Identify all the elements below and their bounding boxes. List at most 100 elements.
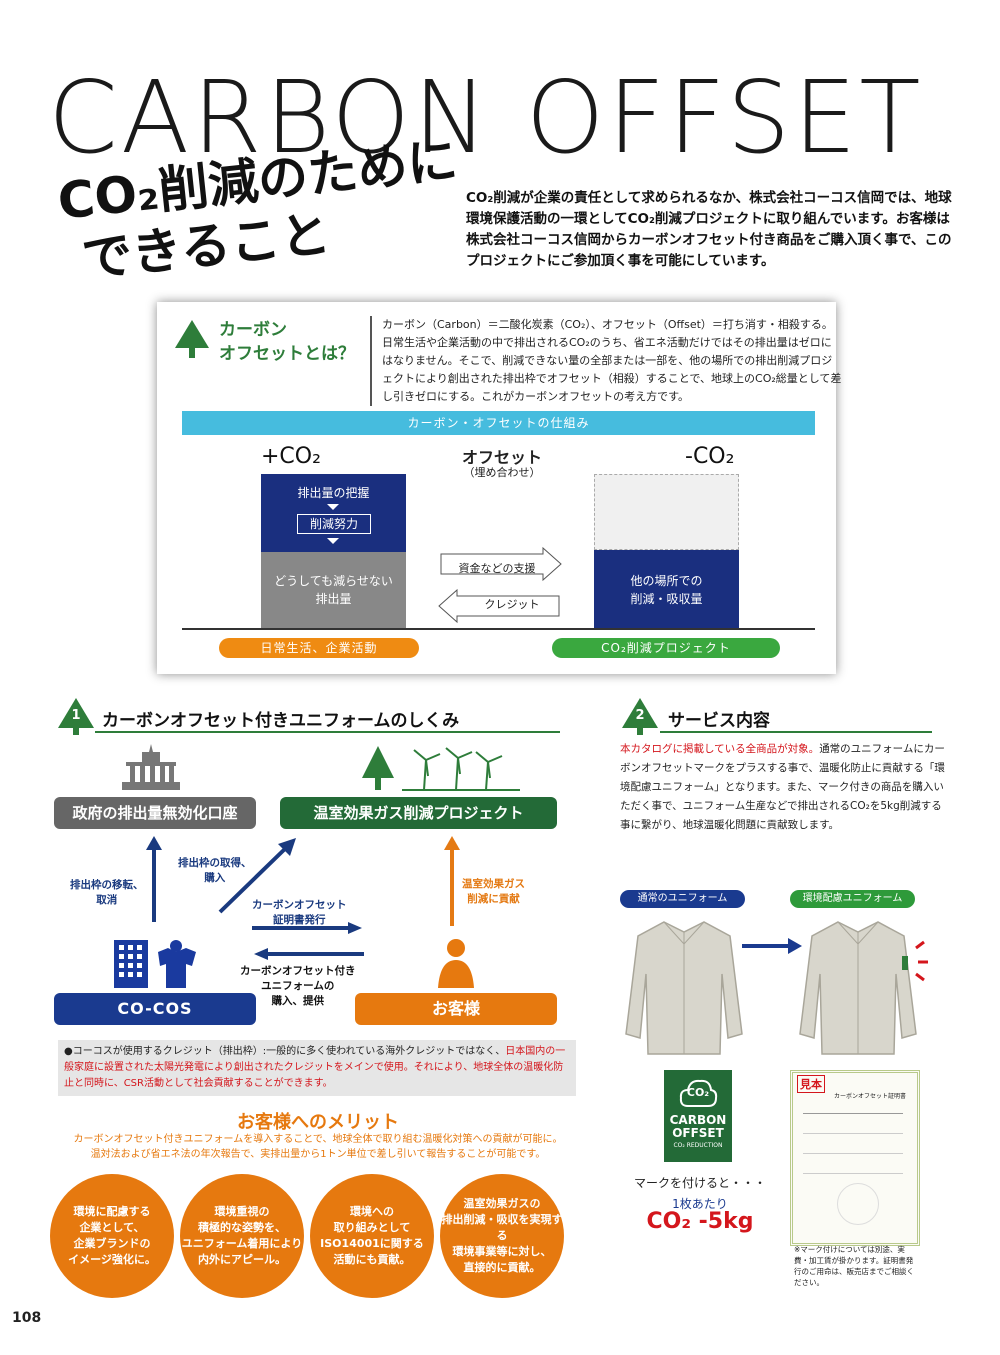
certificate-line bbox=[803, 1173, 903, 1174]
acquire-line1: 排出枠の取得、 bbox=[178, 857, 252, 869]
certificate-seal bbox=[837, 1183, 879, 1225]
unavoidable-line1: どうしても減らせない bbox=[274, 574, 393, 588]
empty-offset-block bbox=[594, 474, 739, 550]
contribute-label: 温室効果ガス 削減に貢献 bbox=[462, 877, 525, 907]
transfer-line2: 取消 bbox=[96, 894, 118, 906]
certificate-title: カーボンオフセット証明書 bbox=[833, 1093, 906, 1100]
flow-arrows bbox=[146, 836, 460, 926]
customer-box: お客様 bbox=[355, 993, 557, 1025]
certificate-line bbox=[803, 1133, 903, 1134]
funding-label: 資金などの支援 bbox=[458, 562, 536, 575]
horizontal-arrows bbox=[252, 922, 364, 960]
uniform-label: カーボンオフセット付き ユニフォームの 購入、提供 bbox=[240, 964, 356, 1009]
merit-circle-2: 環境重視の積極的な姿勢を、ユニフォーム着用により内外にアピール。 bbox=[180, 1174, 304, 1298]
other-place-block: 他の場所での 削減・吸収量 bbox=[594, 550, 739, 628]
merit-circle-text: 積極的な姿勢を、 bbox=[197, 1221, 286, 1234]
merit-circle-text: 活動にも貢献。 bbox=[333, 1253, 411, 1266]
sample-stamp: 見本 bbox=[797, 1075, 825, 1093]
normal-uniform-label: 通常のユニフォーム bbox=[620, 890, 745, 908]
contribute-line1: 温室効果ガス bbox=[462, 878, 525, 890]
cloud-leaf-icon bbox=[679, 1079, 718, 1107]
merit-circle-4: 温室効果ガスの排出削減・吸収を実現する環境事業等に対し、直接的に貢献。 bbox=[440, 1174, 564, 1298]
certificate-note: ※マーク付けについては別途、実費・加工賃が掛かります。証明書発行のご用命は、販売… bbox=[794, 1245, 914, 1287]
other-place-line2: 削減・吸収量 bbox=[630, 592, 703, 606]
explanation-card: カーボン オフセットとは？ カーボン（Carbon）＝二酸化炭素（CO₂）、オフ… bbox=[157, 302, 841, 674]
merit-circle-text: 企業として、 bbox=[79, 1221, 145, 1234]
certificate-line bbox=[803, 1153, 903, 1154]
emission-block: 排出量の把握 削減努力 bbox=[261, 474, 406, 552]
section2-badge-icon bbox=[622, 698, 658, 735]
reduction-effort: 削減努力 bbox=[297, 514, 371, 534]
per-piece-text: 1枚あたり bbox=[672, 1197, 728, 1211]
logo-line2: OFFSET bbox=[672, 1126, 724, 1140]
government-account-box: 政府の排出量無効化口座 bbox=[54, 797, 256, 829]
right-arrow-icon bbox=[440, 546, 562, 582]
reduction-value: CO₂ -5kg bbox=[646, 1209, 754, 1234]
question-title: カーボン オフセットとは？ bbox=[219, 318, 355, 366]
logo-line3: CO₂ REDUCTION bbox=[673, 1142, 723, 1149]
eco-uniform-label: 環境配慮ユニフォーム bbox=[790, 890, 915, 908]
section2-underline bbox=[660, 731, 932, 733]
service-body: 通常のユニフォームにカーボンオフセットマークをプラスする事で、温暖化防止に貢献す… bbox=[620, 743, 945, 831]
unavoidable-line2: 排出量 bbox=[315, 592, 352, 606]
uniform-line3: 購入、提供 bbox=[271, 995, 325, 1007]
section2-number: 2 bbox=[635, 708, 645, 723]
merit-circle-text: 直接的に貢献。 bbox=[463, 1261, 541, 1274]
eco-jacket-image bbox=[799, 921, 928, 1055]
page-number: 108 bbox=[12, 1310, 42, 1326]
section1-number: 1 bbox=[71, 708, 81, 723]
page-title: CARBON OFFSET bbox=[48, 59, 924, 176]
uniform-line2: ユニフォームの bbox=[261, 980, 335, 992]
definition-text: カーボン（Carbon）＝二酸化炭素（CO₂）、オフセット（Offset）＝打ち… bbox=[370, 316, 842, 406]
service-text: 本カタログに掲載している全商品が対象。通常のユニフォームにカーボンオフセットマー… bbox=[620, 740, 950, 835]
reduction-project-pill: CO₂削減プロジェクト bbox=[552, 638, 780, 658]
question-line1: カーボン bbox=[219, 320, 287, 340]
section1-title: カーボンオフセット付きユニフォームのしくみ bbox=[102, 711, 460, 731]
arrow-right-icon bbox=[742, 938, 802, 954]
down-arrow-icon bbox=[327, 504, 339, 510]
mark-text: マークを付けると・・・ bbox=[633, 1176, 766, 1190]
daily-life-pill: 日常生活、企業活動 bbox=[219, 638, 419, 658]
minus-co2-label: -CO₂ bbox=[685, 444, 735, 469]
unavoidable-block: どうしても減らせない 排出量 bbox=[261, 552, 406, 628]
company-building-icon bbox=[114, 940, 196, 988]
intro-text: CO₂削減が企業の責任として求められるなか、株式会社コーコス信岡では、地球環境保… bbox=[466, 190, 952, 269]
other-place-line1: 他の場所での bbox=[630, 574, 703, 588]
merit-circle-3: 環境への取り組みとして ISO14001に関する活動にも貢献。 bbox=[310, 1174, 434, 1298]
transfer-line1: 排出枠の移転、 bbox=[70, 879, 144, 891]
certificate-line2: 証明書発行 bbox=[273, 914, 326, 926]
tree-icon bbox=[175, 320, 209, 358]
transfer-label: 排出枠の移転、 取消 bbox=[70, 878, 144, 908]
section1-underline bbox=[95, 731, 560, 733]
merit-circle-text: ユニフォーム着用により bbox=[181, 1237, 303, 1250]
merit-title: お客様へのメリット bbox=[237, 1112, 399, 1133]
merit-circle-text: 環境への bbox=[349, 1205, 394, 1218]
offset-label: オフセット bbox=[461, 448, 542, 467]
normal-jacket-image bbox=[625, 921, 743, 1055]
merit-circle-text: イメージ強化に。 bbox=[68, 1253, 156, 1266]
contribute-line2: 削減に貢献 bbox=[467, 893, 520, 905]
section2-title: サービス内容 bbox=[668, 711, 770, 731]
customer-person-icon bbox=[438, 939, 474, 988]
service-highlight: 本カタログに掲載している全商品が対象。 bbox=[620, 743, 820, 755]
government-building-icon bbox=[122, 744, 180, 790]
plus-co2-label: +CO₂ bbox=[261, 444, 321, 469]
baseline bbox=[182, 628, 815, 630]
left-arrow-icon bbox=[438, 588, 560, 624]
acquire-line2: 購入 bbox=[204, 872, 226, 884]
merit-circle-text: 企業ブランドの bbox=[73, 1237, 151, 1250]
credit-label: クレジット bbox=[484, 598, 540, 611]
question-line2: オフセットとは？ bbox=[219, 344, 355, 364]
merit-circle-text: 環境に配慮する bbox=[73, 1205, 151, 1218]
logo-co2: CO₂ bbox=[686, 1086, 710, 1099]
ghg-project-box: 温室効果ガス削減プロジェクト bbox=[280, 797, 557, 829]
logo-line1: CARBON bbox=[669, 1113, 727, 1127]
merit-circle-text: 取り組みとして bbox=[333, 1221, 411, 1234]
merit-circle-text: 環境事業等に対し、 bbox=[452, 1245, 552, 1258]
merit-circle-text: 温室効果ガスの bbox=[463, 1197, 541, 1210]
credit-note: ●コーコスが使用するクレジット（排出枠）:一般的に多く使われている海外クレジット… bbox=[58, 1040, 576, 1096]
merit-circle-text: ISO14001に関する bbox=[320, 1237, 424, 1250]
down-arrow-icon bbox=[327, 538, 339, 544]
section1-badge-icon bbox=[58, 698, 94, 735]
merit-circle-text: 内外にアピール。 bbox=[197, 1253, 286, 1266]
